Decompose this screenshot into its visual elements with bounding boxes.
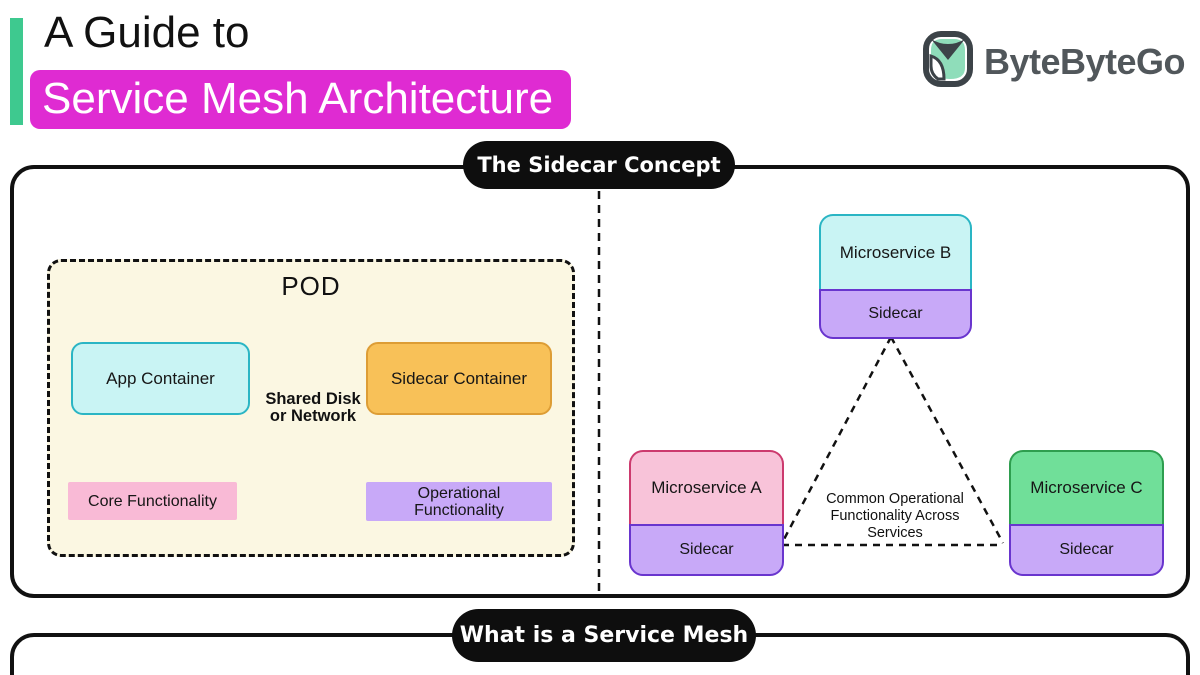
page-title-line1: A Guide to — [44, 8, 250, 57]
microservice-a-label: Microservice A — [629, 450, 784, 524]
microservice-c-sidecar: Sidecar — [1009, 524, 1164, 576]
microservice-c-label: Microservice C — [1009, 450, 1164, 524]
sidecar-container-label: Sidecar Container — [390, 368, 528, 388]
sidecar-container-node: Sidecar Container — [366, 342, 552, 415]
page-title-line2: Service Mesh Architecture — [30, 70, 572, 129]
shared-disk-label: Shared Disk or Network — [265, 390, 361, 425]
microservice-b-label: Microservice B — [819, 214, 972, 289]
microservice-c-node: Microservice C Sidecar — [1009, 450, 1164, 576]
brand-name: ByteByteGo — [984, 40, 1186, 82]
app-container-node: App Container — [71, 342, 250, 415]
common-functionality-label: Common Operational Functionality Across … — [826, 491, 964, 541]
microservice-b-node: Microservice B Sidecar — [819, 214, 972, 339]
operational-functionality-node: Operational Functionality — [366, 482, 552, 521]
microservice-a-sidecar: Sidecar — [629, 524, 784, 576]
microservice-a-node: Microservice A Sidecar — [629, 450, 784, 576]
app-container-label: App Container — [106, 368, 215, 388]
accent-bar — [10, 18, 23, 125]
section-pill-sidecar-concept: The Sidecar Concept — [463, 141, 735, 189]
bytebytego-logo-icon — [922, 30, 974, 93]
section-pill-what-is-service-mesh: What is a Service Mesh — [452, 609, 756, 662]
microservice-b-sidecar: Sidecar — [819, 289, 972, 339]
sidecar-concept-panel: POD App Container Sidecar Container Shar… — [10, 165, 1190, 598]
core-functionality-node: Core Functionality — [68, 482, 237, 520]
pod-title: POD — [281, 271, 341, 301]
brand-logo: ByteByteGo — [922, 30, 1186, 93]
